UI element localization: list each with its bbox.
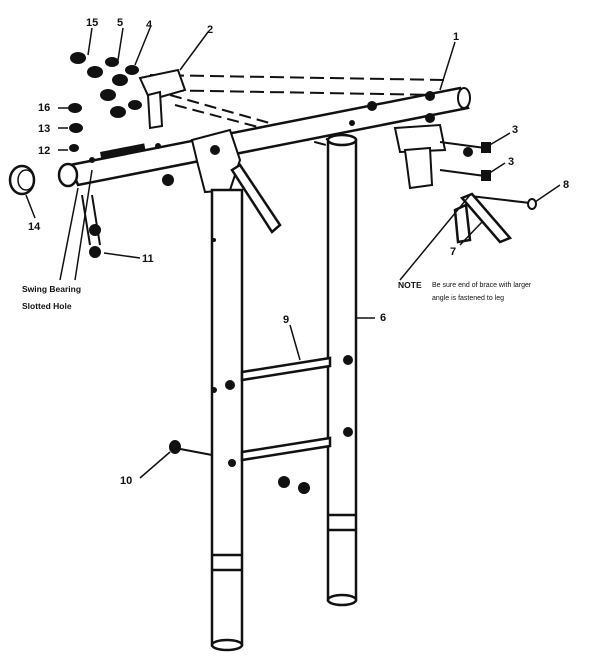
front-left-leg bbox=[210, 188, 244, 652]
callout-14: 14 bbox=[28, 221, 41, 233]
ladder-rungs-part-9 bbox=[225, 356, 332, 467]
callout-5: 5 bbox=[117, 17, 123, 29]
callout-labels: 1 2 3 3 4 5 6 7 8 9 10 11 12 13 14 15 16 bbox=[28, 17, 569, 487]
top-bar-part-1 bbox=[57, 86, 471, 188]
callout-1: 1 bbox=[453, 31, 459, 43]
hardware-cluster-parts-4-5-15 bbox=[70, 52, 142, 118]
assembly-note: NOTE Be sure end of brace with larger an… bbox=[398, 280, 532, 302]
callout-9: 9 bbox=[283, 314, 289, 326]
bolt-part-10 bbox=[169, 440, 310, 494]
callout-12: 12 bbox=[38, 145, 50, 157]
bolt-part-3-upper bbox=[439, 141, 491, 157]
callout-3-lower: 3 bbox=[508, 156, 514, 168]
callout-11: 11 bbox=[142, 253, 154, 265]
top-bracket-part-2 bbox=[138, 68, 242, 194]
callout-8: 8 bbox=[563, 179, 569, 191]
bolt-part-8 bbox=[469, 195, 537, 210]
callout-2: 2 bbox=[207, 24, 213, 36]
end-cap-part-14 bbox=[8, 164, 36, 196]
swivel-label-line-2: Slotted Hole bbox=[22, 301, 72, 311]
hardware-cluster-parts-12-13-16 bbox=[68, 103, 83, 152]
swivel-label-line-1: Swing Bearing bbox=[22, 284, 81, 294]
leader-lines bbox=[25, 27, 561, 479]
callout-4: 4 bbox=[146, 19, 153, 31]
swing-hanger-part-11 bbox=[81, 174, 174, 258]
note-prefix: NOTE bbox=[398, 280, 422, 290]
rear-top-bar bbox=[149, 74, 446, 151]
callout-7: 7 bbox=[450, 246, 456, 258]
swivel-label: Swing Bearing Slotted Hole bbox=[22, 284, 81, 311]
callout-10: 10 bbox=[120, 475, 132, 487]
bolt-part-3-lower bbox=[439, 169, 491, 181]
note-line-2: angle is fastened to leg bbox=[432, 295, 504, 302]
callout-15: 15 bbox=[86, 17, 98, 29]
callout-16: 16 bbox=[38, 102, 50, 114]
note-line-1: Be sure end of brace with larger bbox=[432, 282, 532, 289]
callout-6: 6 bbox=[380, 312, 386, 324]
rear-leg-part-6 bbox=[326, 133, 358, 607]
callout-3-upper: 3 bbox=[512, 124, 518, 136]
right-bracket-part-3 bbox=[393, 113, 447, 190]
callout-13: 13 bbox=[38, 123, 50, 135]
brace-part-7 bbox=[230, 163, 513, 244]
